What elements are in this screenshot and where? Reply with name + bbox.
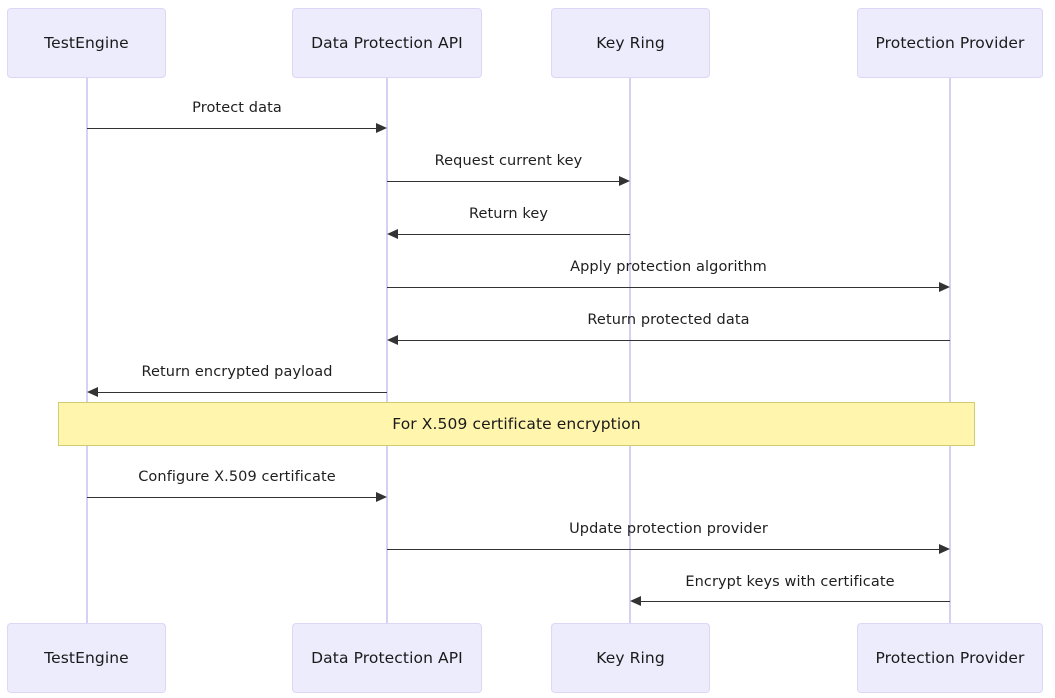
message-label: Protect data — [192, 100, 282, 116]
message-line — [641, 601, 950, 602]
message-arrowhead-right — [939, 544, 950, 554]
note-text: For X.509 certificate encryption — [392, 415, 641, 433]
lifeline-dataprotectionapi — [386, 78, 388, 623]
participant-testengine-header[interactable]: TestEngine — [7, 8, 166, 78]
participant-protectionprovider-footer[interactable]: Protection Provider — [857, 623, 1043, 693]
message-arrowhead-right — [376, 123, 387, 133]
message-line — [398, 234, 630, 235]
message-arrowhead-left — [387, 229, 398, 239]
message-arrowhead-right — [619, 176, 630, 186]
participant-label: Data Protection API — [311, 34, 463, 52]
message-label: Request current key — [434, 153, 583, 169]
participant-label: Key Ring — [596, 34, 665, 52]
note-box: For X.509 certificate encryption — [58, 402, 975, 446]
message-line — [98, 392, 387, 393]
message-line — [87, 128, 376, 129]
message-line — [387, 549, 939, 550]
participant-testengine-footer[interactable]: TestEngine — [7, 623, 166, 693]
message-label: Configure X.509 certificate — [138, 469, 336, 485]
message-label: Apply protection algorithm — [570, 259, 767, 275]
participant-label: Data Protection API — [311, 649, 463, 667]
message-label: Return key — [468, 206, 549, 222]
message-arrowhead-left — [387, 335, 398, 345]
lifeline-protectionprovider — [949, 78, 951, 623]
participant-keyring-header[interactable]: Key Ring — [551, 8, 710, 78]
participant-label: TestEngine — [44, 34, 129, 52]
message-label: Return encrypted payload — [141, 364, 333, 380]
message-label: Update protection provider — [569, 521, 768, 537]
participant-dataprotectionapi-footer[interactable]: Data Protection API — [292, 623, 482, 693]
participant-label: Protection Provider — [875, 34, 1025, 52]
message-line — [398, 340, 950, 341]
participant-label: TestEngine — [44, 649, 129, 667]
lifeline-testengine — [86, 78, 88, 623]
message-line — [387, 181, 619, 182]
message-arrowhead-right — [939, 282, 950, 292]
participant-dataprotectionapi-header[interactable]: Data Protection API — [292, 8, 482, 78]
message-line — [87, 497, 376, 498]
lifeline-keyring — [629, 78, 631, 623]
participant-label: Protection Provider — [875, 649, 1025, 667]
message-arrowhead-left — [630, 596, 641, 606]
message-arrowhead-right — [376, 492, 387, 502]
participant-label: Key Ring — [596, 649, 665, 667]
message-line — [387, 287, 939, 288]
message-arrowhead-left — [87, 387, 98, 397]
message-label: Encrypt keys with certificate — [685, 574, 895, 590]
message-label: Return protected data — [587, 312, 750, 328]
participant-keyring-footer[interactable]: Key Ring — [551, 623, 710, 693]
participant-protectionprovider-header[interactable]: Protection Provider — [857, 8, 1043, 78]
